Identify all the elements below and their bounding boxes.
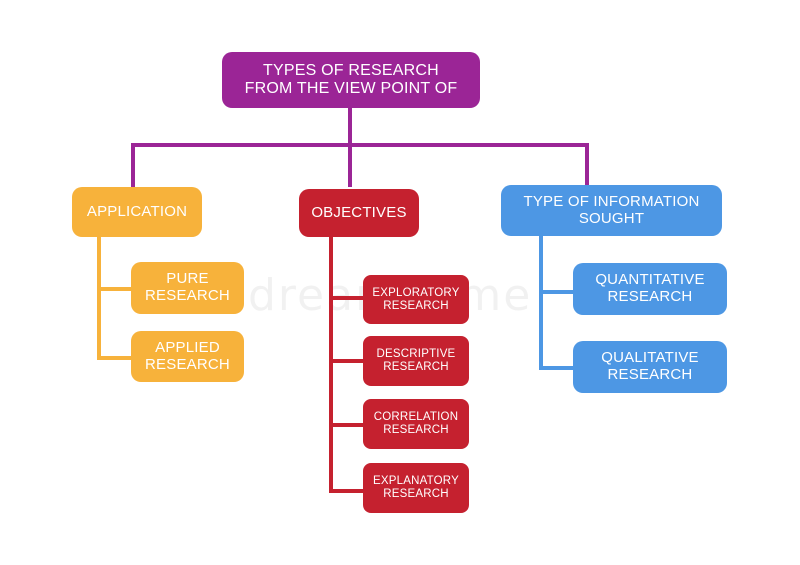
objectives-child-correlation-research: CORRELATION RESEARCH [363, 399, 469, 449]
connector-root-down [348, 108, 352, 146]
objectives-trunk [329, 237, 333, 493]
connector-to-objectives [348, 143, 352, 187]
information-node: TYPE OF INFORMATION SOUGHT [501, 185, 722, 236]
objectives-child-explanatory-research: EXPLANATORY RESEARCH [363, 463, 469, 513]
objectives-branch-2 [329, 359, 365, 363]
information-branch-2 [539, 366, 573, 370]
objectives-branch-1 [329, 296, 365, 300]
information-trunk [539, 235, 543, 370]
root-node: TYPES OF RESEARCH FROM THE VIEW POINT OF [222, 52, 480, 108]
information-branch-1 [539, 290, 573, 294]
information-child-quantitative-research: QUANTITATIVE RESEARCH [573, 263, 727, 315]
application-trunk [97, 236, 101, 360]
connector-to-information [585, 143, 589, 185]
objectives-branch-4 [329, 489, 365, 493]
objectives-node: OBJECTIVES [299, 189, 419, 237]
application-child-applied-research: APPLIED RESEARCH [131, 331, 244, 382]
information-child-qualitative-research: QUALITATIVE RESEARCH [573, 341, 727, 393]
objectives-child-descriptive-research: DESCRIPTIVE RESEARCH [363, 336, 469, 386]
connector-root-horizontal [131, 143, 589, 147]
application-child-pure-research: PURE RESEARCH [131, 262, 244, 314]
connector-to-application [131, 143, 135, 187]
objectives-child-exploratory-research: EXPLORATORY RESEARCH [363, 275, 469, 324]
application-node: APPLICATION [72, 187, 202, 237]
application-branch-1 [97, 287, 132, 291]
objectives-branch-3 [329, 423, 365, 427]
application-branch-2 [97, 356, 132, 360]
